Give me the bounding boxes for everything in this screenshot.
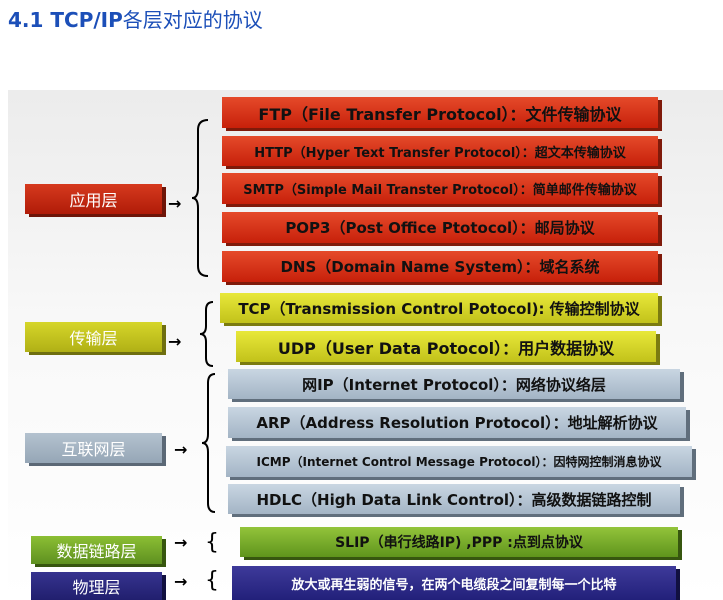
protocol-hdlc: HDLC（High Data Link Control）：高级数据链路控制 (228, 484, 680, 514)
arrow-physical: → (174, 572, 188, 591)
protocol-pop3: POP3（Post Office Ptotocol）：邮局协议 (222, 212, 658, 243)
arrow-transport: → (168, 332, 182, 351)
protocol-http: HTTP（Hyper Text Transfer Protocol）：超文本传输… (222, 136, 658, 166)
arrow-datalink: → (174, 533, 188, 552)
protocol-dns: DNS（Domain Name System）：域名系统 (222, 251, 658, 282)
layer-internet: 互联网层 (25, 433, 162, 463)
arrow-internet: → (174, 440, 188, 459)
arrow-application: → (168, 194, 182, 213)
brace-application (191, 119, 209, 277)
layer-transport: 传输层 (25, 322, 162, 352)
protocol-slip-ppp: SLIP（串行线路IP) ,PPP :点到点协议 (240, 527, 678, 557)
protocol-physical-desc: 放大或再生弱的信号，在两个电缆段之间复制每一个比特 (232, 566, 676, 600)
protocol-ip: 网IP（Internet Protocol）：网络协议络层 (228, 369, 680, 399)
title-prefix: 4.1 TCP/IP (8, 8, 123, 32)
brace-internet (201, 373, 216, 513)
layer-physical: 物理层 (31, 572, 162, 600)
protocol-udp: UDP（User Data Potocol）：用户数据协议 (236, 331, 656, 362)
protocol-smtp: SMTP（Simple Mail Transter Protocol）：简单邮件… (222, 173, 658, 204)
brace-datalink: { (205, 530, 219, 555)
brace-transport (199, 301, 214, 367)
protocol-ftp: FTP（File Transfer Protocol）：文件传输协议 (222, 97, 658, 128)
protocol-tcp: TCP（Transmission Control Potocol): 传输控制协… (220, 293, 658, 323)
protocol-icmp: ICMP（Internet Control Message Protocol）：… (226, 446, 692, 477)
brace-physical: { (205, 568, 219, 593)
title-suffix: 各层对应的协议 (122, 8, 263, 32)
layer-datalink: 数据链路层 (31, 536, 162, 564)
protocol-arp: ARP（Address Resolution Protocol）：地址解析协议 (228, 407, 686, 438)
page-title: 4.1 TCP/IP各层对应的协议 (8, 4, 263, 33)
layer-application: 应用层 (25, 184, 162, 214)
